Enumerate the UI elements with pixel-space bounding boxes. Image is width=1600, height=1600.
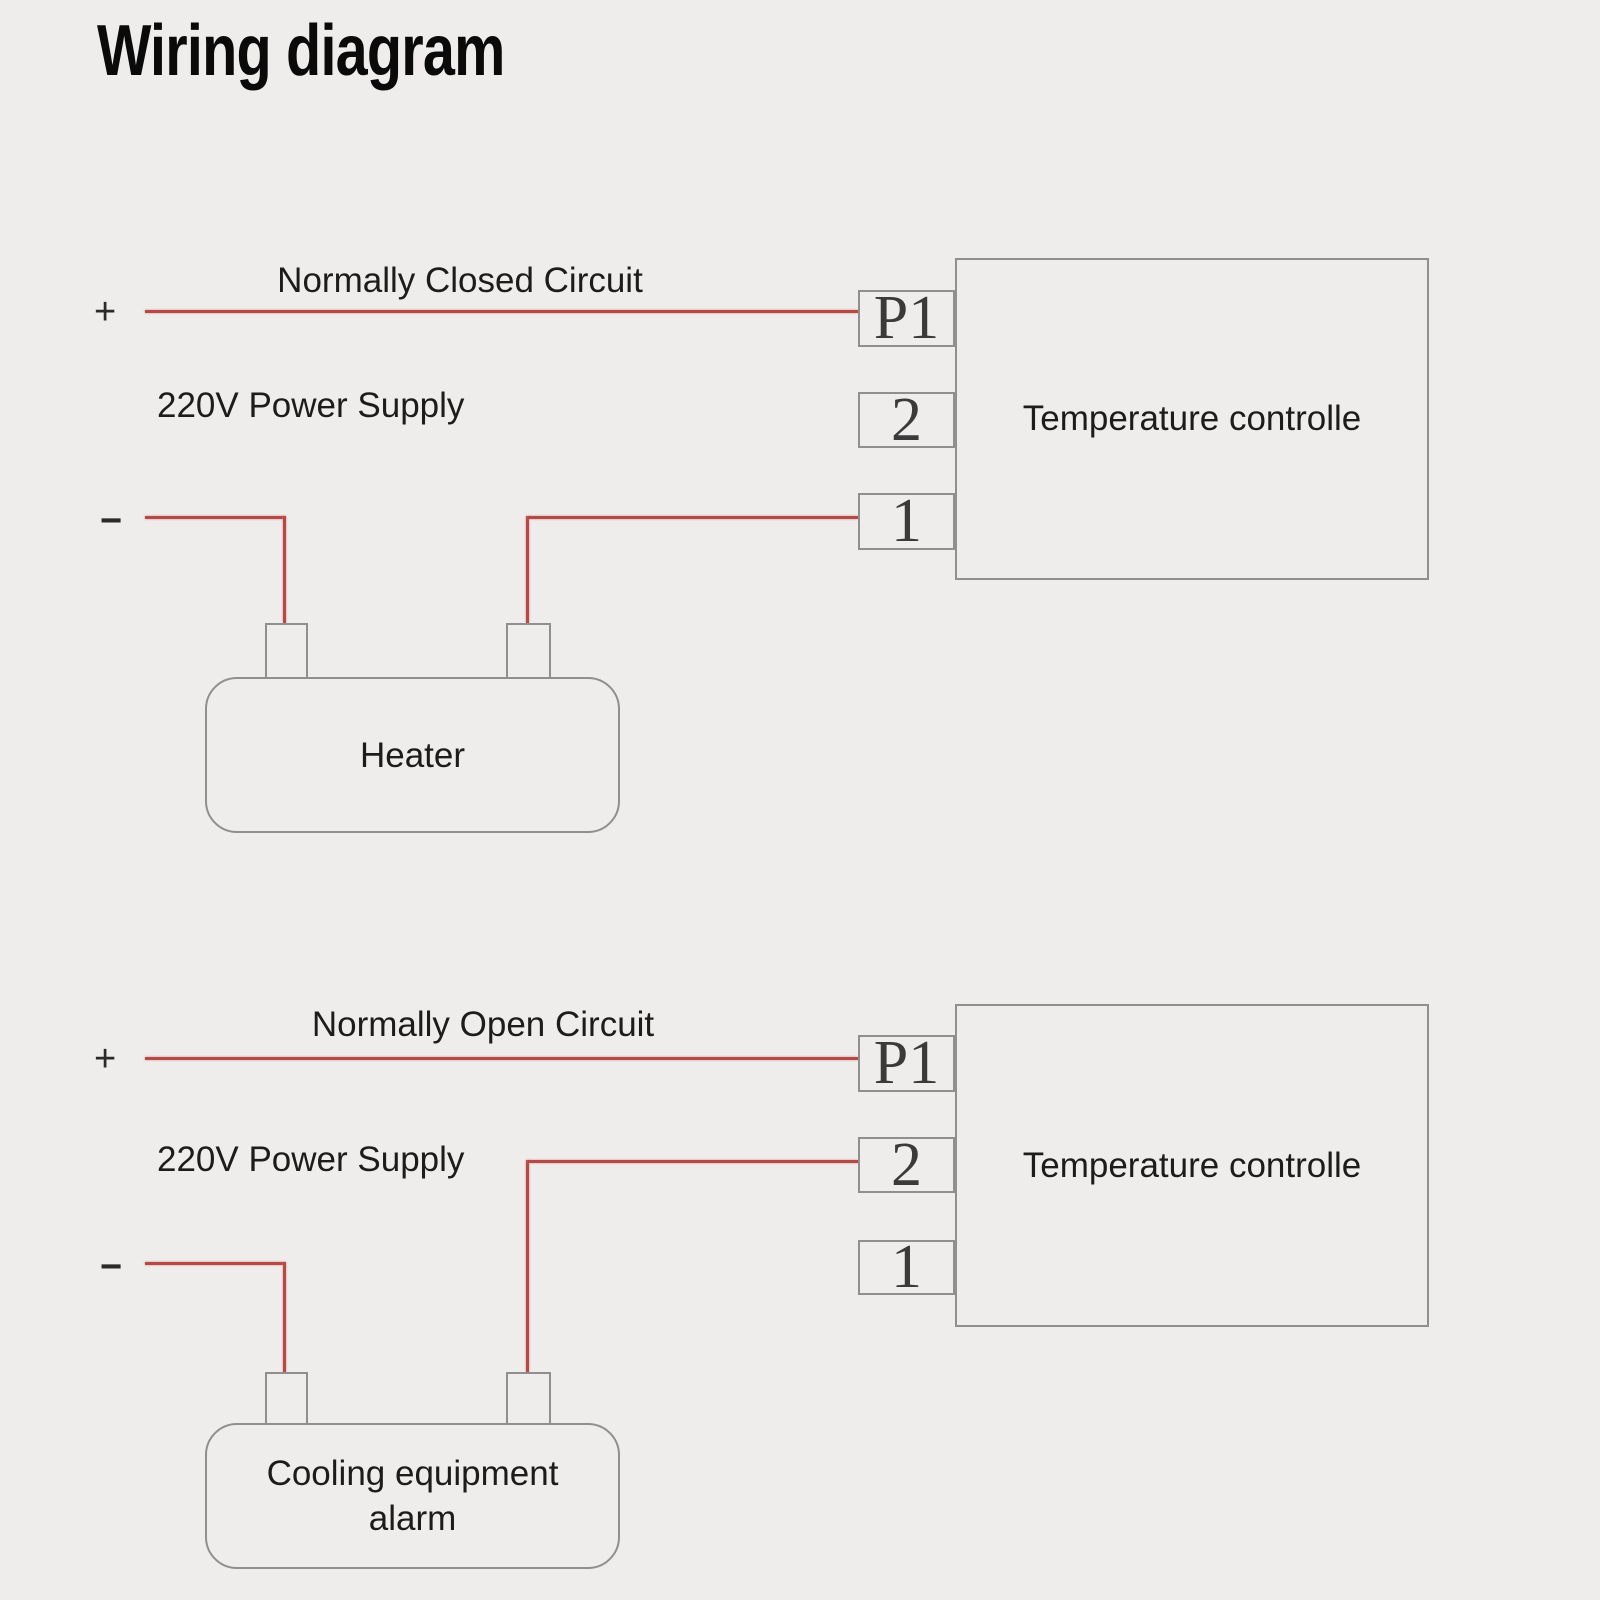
wire-load-to-terminal2-horizontal bbox=[528, 1160, 858, 1163]
wire-positive-line bbox=[145, 1057, 858, 1060]
terminal-p1: P1 bbox=[858, 284, 955, 352]
temperature-controller-label: Temperature controlle bbox=[1022, 399, 1362, 438]
terminal-p1-label: P1 bbox=[873, 1029, 940, 1097]
terminal-1-label: 1 bbox=[891, 487, 922, 555]
wire-negative-horizontal bbox=[145, 1262, 285, 1265]
wire-load-to-terminal1-horizontal bbox=[528, 516, 858, 519]
terminal-p1: P1 bbox=[858, 1029, 955, 1097]
cooling-alarm-label-line2: alarm bbox=[368, 1499, 457, 1538]
wire-negative-horizontal bbox=[145, 516, 285, 519]
power-supply-label: 220V Power Supply bbox=[157, 386, 465, 425]
terminal-2: 2 bbox=[858, 385, 955, 454]
wire-positive-line bbox=[145, 310, 858, 313]
plus-symbol: + bbox=[94, 291, 117, 333]
terminal-p1-label: P1 bbox=[873, 284, 940, 352]
circuit-title: Normally Closed Circuit bbox=[277, 261, 643, 300]
load-terminal-right bbox=[506, 623, 551, 679]
minus-symbol: − bbox=[100, 1246, 123, 1288]
heater-box: Heater bbox=[205, 677, 620, 833]
heater-label: Heater bbox=[359, 735, 466, 775]
temperature-controller-box: Temperature controlle bbox=[955, 1004, 1429, 1327]
load-terminal-left bbox=[265, 1372, 308, 1425]
plus-symbol: + bbox=[94, 1038, 117, 1080]
terminal-1-label: 1 bbox=[891, 1233, 922, 1301]
minus-symbol: − bbox=[100, 500, 123, 542]
power-supply-label: 220V Power Supply bbox=[157, 1140, 465, 1179]
wire-negative-vertical bbox=[283, 516, 286, 623]
wire-load-to-terminal2-vertical bbox=[526, 1160, 529, 1372]
terminal-1: 1 bbox=[858, 1233, 955, 1301]
terminal-1: 1 bbox=[858, 487, 955, 555]
wire-negative-vertical bbox=[283, 1262, 286, 1372]
temperature-controller-label: Temperature controlle bbox=[1022, 1145, 1362, 1185]
terminal-2-label: 2 bbox=[891, 1130, 922, 1199]
cooling-alarm-label-line1: Cooling equipment bbox=[266, 1454, 559, 1493]
wire-load-to-terminal1-vertical bbox=[526, 516, 529, 623]
temperature-controller-box: Temperature controlle bbox=[955, 258, 1429, 580]
terminal-2: 2 bbox=[858, 1130, 955, 1199]
terminal-2-label: 2 bbox=[891, 385, 922, 454]
load-terminal-right bbox=[506, 1372, 551, 1425]
page-title: Wiring diagram bbox=[97, 11, 505, 91]
cooling-equipment-alarm-box: Cooling equipment alarm bbox=[205, 1423, 620, 1569]
circuit-title: Normally Open Circuit bbox=[311, 1005, 655, 1044]
load-terminal-left bbox=[265, 623, 308, 679]
